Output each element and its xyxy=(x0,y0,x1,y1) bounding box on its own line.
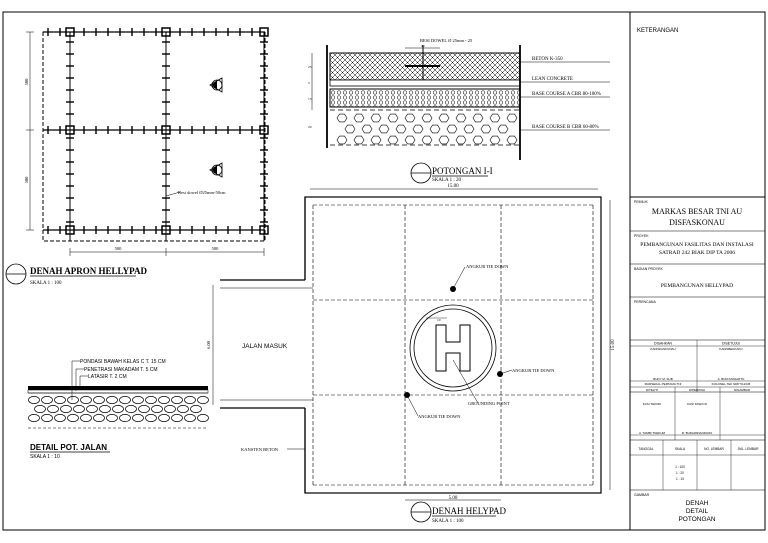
base-a-layer xyxy=(329,88,521,108)
landing-circle-inner xyxy=(413,308,493,388)
sheet-count-header: JML. LEMBAR xyxy=(738,447,760,451)
apron-scale: SKALA 1 : 100 xyxy=(30,281,62,286)
road-layer-label-1: PONDASI BAWAH KELAS C T. 15 CM xyxy=(80,359,166,365)
helipad-title: DENAH HELYPAD xyxy=(432,506,507,516)
apron-dowel-ticks xyxy=(47,28,268,234)
role-2: KADISBEKKAKO xyxy=(719,347,743,351)
section-dim-left-3: 15 xyxy=(308,97,312,101)
scale-value-3: 1 : 10 xyxy=(676,477,684,481)
drawing-line-3: POTONGAN xyxy=(678,516,715,523)
section-dim-left-4: 20 xyxy=(308,125,312,129)
scale-header: SKALA xyxy=(675,447,686,451)
inspected-label: DIPERIKSA xyxy=(689,388,705,392)
base-b-layer xyxy=(336,113,518,145)
anchor-label-top: ANGKUR TIE DOWN xyxy=(466,264,509,269)
project-label: PROYEK xyxy=(634,234,649,238)
layer-label-concrete: BETON K-350 xyxy=(532,57,563,62)
owner-line1: MARKAS BESAR TNI AU xyxy=(652,207,743,216)
apron-title: DENAH APRON HELLYPAD xyxy=(30,266,148,276)
road-layer-label-2: PENETRASI MAKADAM T. 5 CM xyxy=(84,367,158,373)
agreed-by-label: DISETUJUI xyxy=(722,342,740,346)
sheet-border xyxy=(2,11,766,531)
part-label: BAGIAN PROYEK xyxy=(634,267,663,271)
kasi-teknik-label: KASI TEKNIK xyxy=(643,402,661,406)
keterangan-label: KETERANGAN xyxy=(637,28,678,34)
lean-concrete-layer xyxy=(329,79,521,87)
access-road-label: JALAN MASUK xyxy=(242,343,288,350)
date-header: TANGGAL xyxy=(639,447,654,451)
layer-label-base-b: BASE COURSE B CBR 60-80% xyxy=(532,125,599,130)
section-scale: SKALA 1 : 20 xyxy=(432,178,462,183)
section-dowel-label: BESI DOWEL Ø 25mm - 25 xyxy=(420,38,473,43)
signer-kasi-1: A. TAMBI TOEKUM xyxy=(639,431,666,435)
owner-line2: DISFASKONAU xyxy=(669,218,725,227)
apron-dim-v1: 500 xyxy=(24,78,29,86)
signer-rank-1: MARSEKAL PERTAMA TNI xyxy=(645,382,682,386)
section-marker-bottom xyxy=(209,162,223,178)
pad-height-dim: 15.00 xyxy=(611,339,616,351)
project-line2: SATRAD 242 BIAK DIP TA 2006 xyxy=(659,250,735,256)
latasir-layer xyxy=(28,386,208,390)
section-dim-left-2: 5 xyxy=(308,81,310,85)
apron-dim-v2: 500 xyxy=(24,176,29,184)
drawn-label: DIGAMBAR xyxy=(734,388,751,392)
road-detail-title: DETAIL POT. JALAN xyxy=(30,443,107,452)
signer-name-2: A. BUDI MUHARTO xyxy=(718,377,745,381)
planner-label: PERENCANA xyxy=(634,300,656,304)
pad-width-dim: 15.00 xyxy=(447,184,459,189)
signer-name-1: BUDY M. SUB xyxy=(653,377,672,381)
sheet-no-header: NO. LEMBAR xyxy=(704,447,724,451)
approved-by-label: DISAHKAN xyxy=(654,342,672,346)
layer-label-lean: LEAN CONCRETE xyxy=(532,77,573,82)
layer-label-base-a: BASE COURSE A CBR 80-100% xyxy=(532,92,601,97)
road-detail: PONDASI BAWAH KELAS C T. 15 CM PENETRASI… xyxy=(27,359,209,460)
landing-circle-outer xyxy=(409,304,497,392)
section-dim-left-1: 25 xyxy=(308,65,312,69)
anchor-label-bottom: ANGKUR TIE DOWN xyxy=(418,414,461,419)
section-title: POTONGAN I-I xyxy=(432,166,493,176)
checked-label: DITELITI xyxy=(646,388,658,392)
apron-dim-h1: 500 xyxy=(115,246,123,251)
curb-label: KANSTEN BETON xyxy=(241,447,279,452)
pad-bottom-dim: 5.00 xyxy=(449,496,458,501)
grounding-label: GROUNDING POINT xyxy=(468,401,510,406)
macadam-layer xyxy=(27,389,209,394)
kasi-faskon-label: KASI FASKON xyxy=(687,402,707,406)
signer-rank-2: KOLONEL TEK NRP 512345 xyxy=(712,382,751,386)
project-line1: PEMBANGUNAN FASILITAS DAN INSTALASI xyxy=(640,242,754,248)
helipad-plan: JALAN MASUK 6.00 15.00 15.00 5.00 10 ANG… xyxy=(206,184,616,524)
foundation-layer xyxy=(28,396,209,422)
drawing-label: GAMBAR xyxy=(634,493,650,497)
section-marker-top xyxy=(209,77,223,93)
drawing-line-1: DENAH xyxy=(686,500,709,507)
apron-plan: Besi dowel Ø25mm-50cm 500 500 500 500 DE… xyxy=(5,27,269,286)
road-layer-label-3: LATASIR T. 2 CM xyxy=(88,374,127,380)
role-1: KADISFASKONAU xyxy=(650,347,675,351)
helipad-scale: SKALA 1 : 100 xyxy=(432,519,464,524)
apron-dim-h2: 500 xyxy=(212,246,220,251)
road-detail-scale: SKALA 1 : 10 xyxy=(30,454,60,460)
h-marking-dim: 10 xyxy=(437,318,441,322)
section-cut: BESI DOWEL Ø 25mm - 25 40 25 5 15 20 BET… xyxy=(308,38,610,184)
section-dim-top: 40 xyxy=(421,44,425,48)
title-block: KETERANGAN PEMILIK MARKAS BESAR TNI AU D… xyxy=(629,12,765,530)
part-value: PEMBANGUNAN HELLYPAD xyxy=(661,283,733,289)
dowel-note: Besi dowel Ø25mm-50cm xyxy=(178,190,226,195)
anchor-label-right: ANGKUR TIE DOWN xyxy=(512,368,555,373)
signer-kasi-2: R. BUDAWINANDIATA xyxy=(682,431,712,435)
drawing-line-2: DETAIL xyxy=(686,508,709,515)
road-width-dim: 6.00 xyxy=(206,340,211,349)
h-marking xyxy=(435,324,471,372)
scale-value-2: 1 : 20 xyxy=(676,471,684,475)
owner-label: PEMILIK xyxy=(634,200,648,204)
scale-value-1: 1 : 100 xyxy=(675,465,685,469)
